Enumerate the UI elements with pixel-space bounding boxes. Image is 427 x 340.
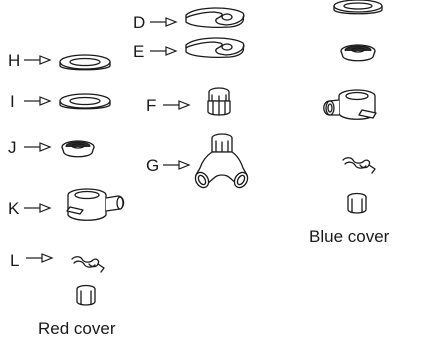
blue-cover-caption: Blue cover <box>309 227 390 246</box>
part-f-threaded-nut <box>207 87 231 116</box>
part-k-cup-connector <box>66 188 125 221</box>
red-cover-caption: Red cover <box>38 319 116 338</box>
red-cover-icon <box>76 284 96 306</box>
label-g: G <box>146 156 159 175</box>
label-e: E <box>133 42 144 61</box>
part-g-y-connector <box>194 133 249 189</box>
arrow-g <box>162 160 190 170</box>
arrow-d <box>149 17 177 27</box>
label-h: H <box>8 51 20 70</box>
blue-set-gasket <box>340 44 376 62</box>
label-i: I <box>10 92 15 111</box>
arrow-e <box>149 46 177 56</box>
label-l: L <box>10 251 19 270</box>
arrow-k <box>23 203 51 213</box>
part-d-slotted-washer <box>185 7 245 28</box>
part-e-slotted-washer <box>185 37 245 58</box>
arrow-l <box>25 253 53 263</box>
part-j-gasket <box>61 140 95 158</box>
arrow-h <box>23 55 51 65</box>
part-h-washer <box>59 54 111 71</box>
label-f: F <box>146 96 156 115</box>
blue-cover-icon <box>347 192 367 214</box>
label-d: D <box>133 13 145 32</box>
blue-set-washer <box>333 0 383 15</box>
arrow-i <box>23 96 51 106</box>
part-i-washer <box>59 93 111 110</box>
blue-set-cup-connector <box>323 89 377 120</box>
label-k: K <box>8 199 20 218</box>
part-l-clip <box>71 256 105 273</box>
arrow-f <box>162 100 190 110</box>
blue-set-clip <box>342 157 376 174</box>
arrow-j <box>23 142 51 152</box>
label-j: J <box>8 138 17 157</box>
